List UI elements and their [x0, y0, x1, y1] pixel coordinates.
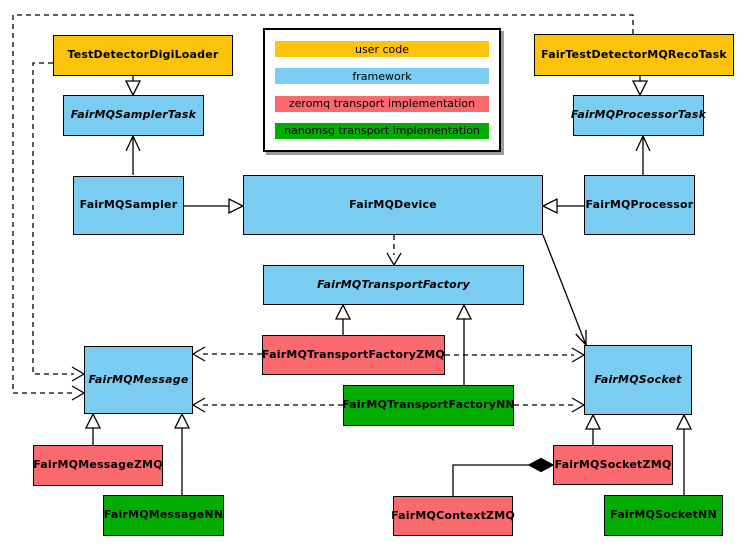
legend-item-zeromq: zeromq transport implementation	[275, 95, 489, 112]
edge-device-factory-dependency	[386, 235, 402, 267]
edge-socketnn-socket-inheritance	[675, 413, 693, 495]
legend: user code framework zeromq transport imp…	[263, 28, 501, 152]
edge-recotask-processortask-inheritance	[631, 76, 649, 97]
node-fairmqmessagenn: FairMQMessageNN	[103, 495, 224, 536]
edge-processor-processortask-association	[635, 134, 651, 175]
node-testdetectordigiloader: TestDetectorDigiLoader	[53, 35, 233, 76]
node-fairmqmessage: FairMQMessage	[84, 346, 193, 414]
edge-socketzmq-socket-inheritance	[584, 413, 602, 445]
edge-factorynn-socket-dependency	[514, 397, 586, 413]
edge-digiloader-samplertask-inheritance	[124, 76, 142, 97]
node-fairmqsampler: FairMQSampler	[73, 176, 184, 235]
legend-item-nanomsg: nanomsg transport implementation	[275, 122, 489, 139]
node-fairtestdetectormqrecotask: FairTestDetectorMQRecoTask	[534, 34, 734, 76]
edge-factorynn-factory-inheritance	[455, 303, 473, 385]
edge-factorynn-message-dependency	[191, 397, 343, 413]
node-fairmqtransportfactoryzmq: FairMQTransportFactoryZMQ	[262, 335, 445, 375]
edge-sampler-samplertask-association	[125, 134, 141, 175]
node-fairmqsamplertask: FairMQSamplerTask	[63, 95, 204, 136]
legend-item-framework: framework	[275, 68, 489, 85]
edge-factoryzmq-factory-inheritance	[334, 303, 352, 335]
node-fairmqprocessor: FairMQProcessor	[584, 175, 695, 235]
node-fairmqsocketzmq: FairMQSocketZMQ	[553, 445, 673, 485]
node-fairmqdevice: FairMQDevice	[243, 175, 543, 235]
edge-messagezmq-message-inheritance	[84, 412, 102, 445]
edge-processor-device-inheritance	[541, 197, 584, 215]
edge-messagenn-message-inheritance	[173, 412, 191, 495]
edge-device-socket-association	[542, 234, 587, 347]
edge-factoryzmq-socket-dependency	[445, 347, 586, 363]
node-fairmqmessagezmq: FairMQMessageZMQ	[33, 445, 163, 486]
node-fairmqsocket: FairMQSocket	[584, 345, 692, 415]
node-fairmqcontextzmq: FairMQContextZMQ	[391, 496, 515, 536]
edge-socketzmq-contextzmq-composition	[452, 457, 555, 496]
edge-factoryzmq-message-dependency	[191, 346, 262, 362]
node-fairmqsocketnn: FairMQSocketNN	[604, 495, 723, 536]
edge-sampler-device-inheritance	[184, 197, 245, 215]
node-fairmqtransportfactorynn: FairMQTransportFactoryNN	[342, 385, 515, 426]
legend-item-user-code: user code	[275, 41, 489, 58]
node-fairmqprocessortask: FairMQProcessorTask	[571, 95, 706, 136]
node-fairmqtransportfactory: FairMQTransportFactory	[263, 265, 524, 305]
